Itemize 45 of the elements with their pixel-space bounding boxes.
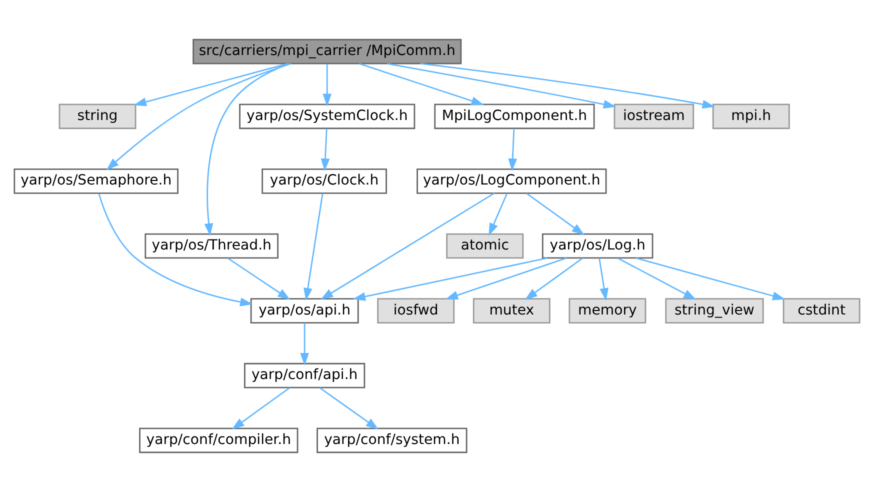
arrow (488, 192, 508, 236)
node-box: yarp/os/Thread.h (144, 232, 279, 258)
arrow (445, 256, 567, 299)
arrow (618, 257, 696, 300)
node-box: yarp/os/SystemClock.h (239, 103, 416, 129)
node-box: yarp/os/api.h (250, 298, 359, 323)
node-box: string_view (665, 298, 764, 323)
node-box: yarp/os/Clock.h (262, 168, 387, 194)
node-box: yarp/conf/compiler.h (139, 427, 298, 453)
arrow (227, 257, 290, 300)
arrow (322, 63, 332, 106)
arrow (300, 322, 310, 366)
arrow (387, 62, 616, 108)
node-box: mpi.h (712, 103, 790, 129)
node-box: iostream (614, 103, 694, 129)
node-box: atomic (446, 232, 524, 258)
node-box: yarp/os/Semaphore.h (14, 168, 179, 194)
arrow (304, 192, 324, 300)
node-box: yarp/os/Log.h (542, 232, 654, 258)
arrow (352, 256, 548, 300)
node-box: yarp/conf/system.h (316, 427, 468, 453)
arrow (98, 192, 253, 306)
arrow (106, 62, 292, 170)
arrow (420, 62, 716, 108)
arrow (636, 256, 786, 300)
node-box: mutex (472, 298, 550, 323)
node-box: memory (568, 298, 646, 323)
arrow (359, 62, 484, 105)
node-box: iosfwd (377, 298, 455, 323)
node-box: cstdint (782, 298, 860, 323)
arrow (134, 62, 288, 106)
arrow (320, 192, 495, 300)
node-box: src/carriers/mpi_carrier /MpiComm.h (192, 38, 462, 64)
arrow (508, 128, 518, 171)
arrow (598, 258, 608, 300)
node-box: string (58, 103, 136, 129)
node-box: yarp/conf/api.h (244, 362, 366, 388)
arrow (524, 257, 584, 300)
arrow (526, 192, 585, 235)
node-box: MpiLogComponent.h (434, 103, 595, 129)
arrow (232, 386, 290, 430)
arrow (319, 386, 379, 430)
node-box: yarp/os/LogComponent.h (416, 168, 607, 194)
arrow (320, 128, 330, 171)
arrow (204, 62, 290, 236)
